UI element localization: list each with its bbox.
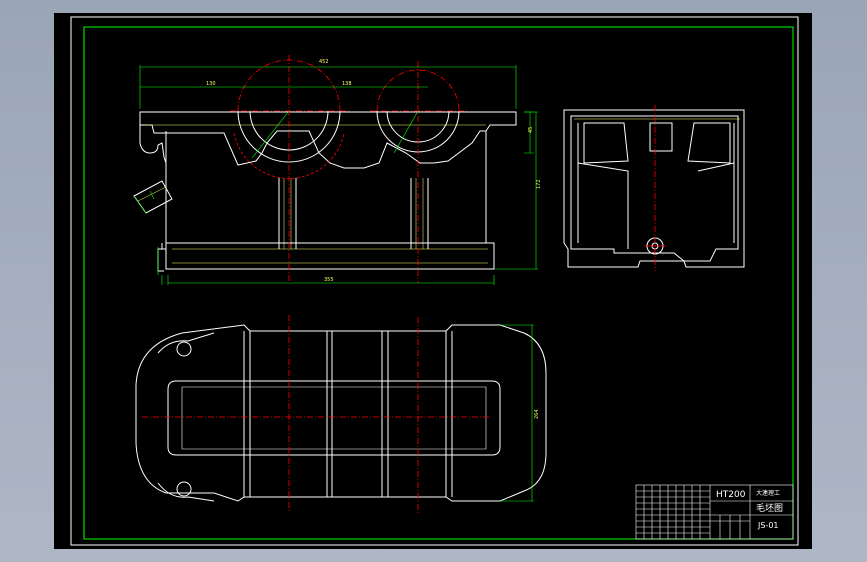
dim-height: 172: [536, 179, 542, 189]
front-view-center-lines: [230, 55, 468, 283]
front-view-dimensions: [133, 65, 538, 285]
dim-width: 264: [534, 409, 540, 419]
inner-border: [83, 26, 794, 540]
dim-flange-thickness: 45: [528, 127, 534, 133]
title-drawing-name: 毛坯图: [756, 502, 783, 514]
title-block: [635, 484, 794, 540]
top-view-dimensions: [500, 324, 534, 502]
front-view: [133, 110, 517, 272]
title-material: HT200: [716, 490, 746, 500]
dim-left-offset: 130: [206, 81, 216, 87]
side-view-hidden-lines: [574, 105, 740, 271]
title-company: 大連理工: [756, 489, 780, 497]
top-view-center-lines: [142, 315, 490, 513]
dim-bore-spacing: 138: [342, 81, 352, 87]
cad-drawing-viewport[interactable]: 452 130 138 355 45 172: [54, 13, 812, 549]
front-view-dimension-text: 452 130 138 355 45 172: [206, 59, 542, 283]
side-view: [563, 109, 745, 268]
dim-overall-length: 452: [319, 59, 329, 65]
outer-frame: [70, 16, 799, 546]
title-drawing-number: JS-01: [757, 521, 779, 530]
drawing-canvas: 452 130 138 355 45 172: [70, 16, 799, 546]
dim-total-length: 355: [324, 277, 334, 283]
top-view: [135, 324, 547, 502]
